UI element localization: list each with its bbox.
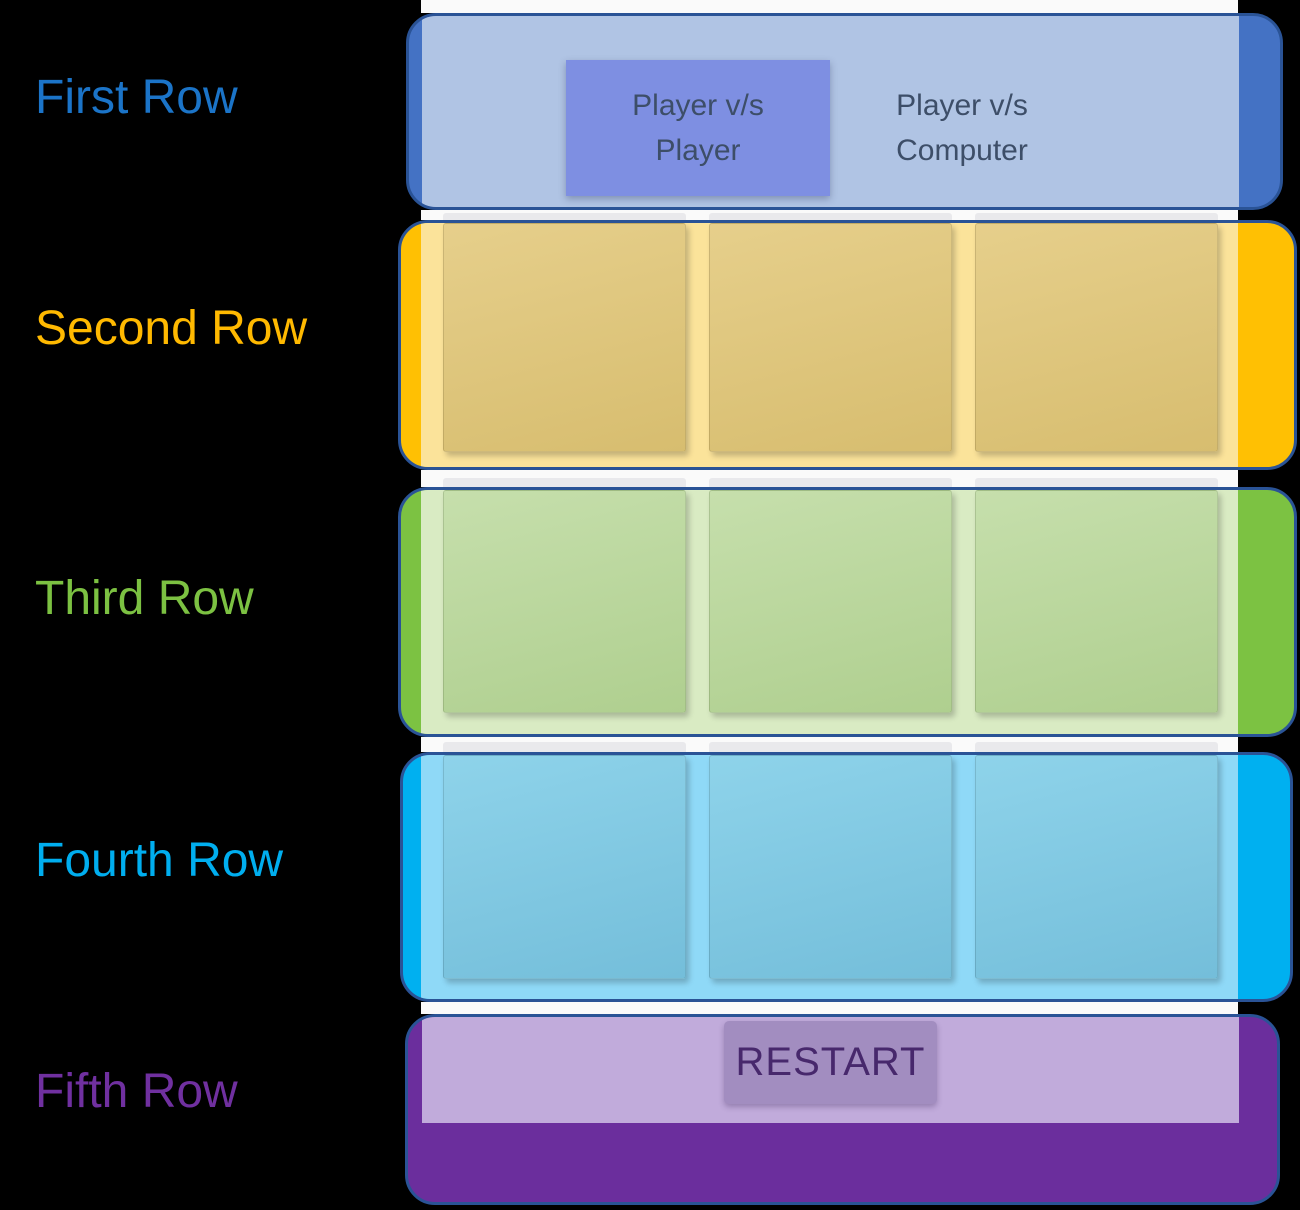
- restart-button[interactable]: RESTART: [724, 1021, 937, 1104]
- row-label-fifth: Fifth Row: [35, 1065, 238, 1118]
- tab-player-vs-computer[interactable]: Player v/s Computer: [822, 60, 1102, 196]
- row-label-fourth: Fourth Row: [35, 834, 284, 887]
- grid-row-1: [421, 223, 1238, 467]
- grid-cell-top-stub: [975, 213, 1218, 220]
- screenshot-gap-strip: [421, 1002, 1238, 1014]
- grid-cell[interactable]: [975, 223, 1218, 452]
- grid-cell-top-stub: [443, 478, 686, 487]
- fifth-row-highlight-shape: RESTART: [405, 1014, 1280, 1205]
- grid-cell[interactable]: [443, 755, 686, 979]
- third-row-highlight-shape: [398, 487, 1297, 737]
- grid-cell-top-stub: [975, 478, 1218, 487]
- second-row-highlight-shape: [398, 220, 1297, 470]
- tab-player-vs-player[interactable]: Player v/s Player: [566, 60, 830, 196]
- grid-cell-top-stub: [709, 213, 952, 220]
- grid-cell[interactable]: [975, 755, 1218, 979]
- screenshot-top-strip: [421, 0, 1238, 13]
- screenshot-gap-strip: [421, 737, 1238, 752]
- row-label-second: Second Row: [35, 302, 308, 355]
- grid-cell[interactable]: [443, 223, 686, 452]
- grid-cell-top-stub: [975, 742, 1218, 752]
- grid-cell[interactable]: [709, 755, 952, 979]
- app-tab-bar: Player v/s Player Player v/s Computer: [422, 16, 1239, 207]
- row-label-third: Third Row: [35, 572, 254, 625]
- grid-cell-top-stub: [709, 742, 952, 752]
- fourth-row-highlight-shape: [400, 752, 1293, 1002]
- grid-row-2: [421, 490, 1238, 734]
- grid-row-3: [421, 755, 1238, 999]
- grid-cell-top-stub: [443, 742, 686, 752]
- grid-cell-top-stub: [709, 478, 952, 487]
- app-restart-bar: RESTART: [422, 1017, 1239, 1123]
- row-label-first: First Row: [35, 71, 238, 124]
- restart-button-label: RESTART: [735, 1040, 926, 1084]
- grid-cell[interactable]: [443, 490, 686, 713]
- grid-cell[interactable]: [709, 223, 952, 452]
- tab-label: Player v/s Computer: [896, 89, 1028, 167]
- screenshot-gap-strip: [421, 470, 1238, 487]
- screenshot-gap-strip: [421, 210, 1238, 220]
- tab-label: Player v/s Player: [632, 89, 764, 167]
- first-row-highlight-shape: Player v/s Player Player v/s Computer: [406, 13, 1283, 210]
- grid-cell-top-stub: [443, 213, 686, 220]
- grid-cell[interactable]: [709, 490, 952, 713]
- grid-cell[interactable]: [975, 490, 1218, 713]
